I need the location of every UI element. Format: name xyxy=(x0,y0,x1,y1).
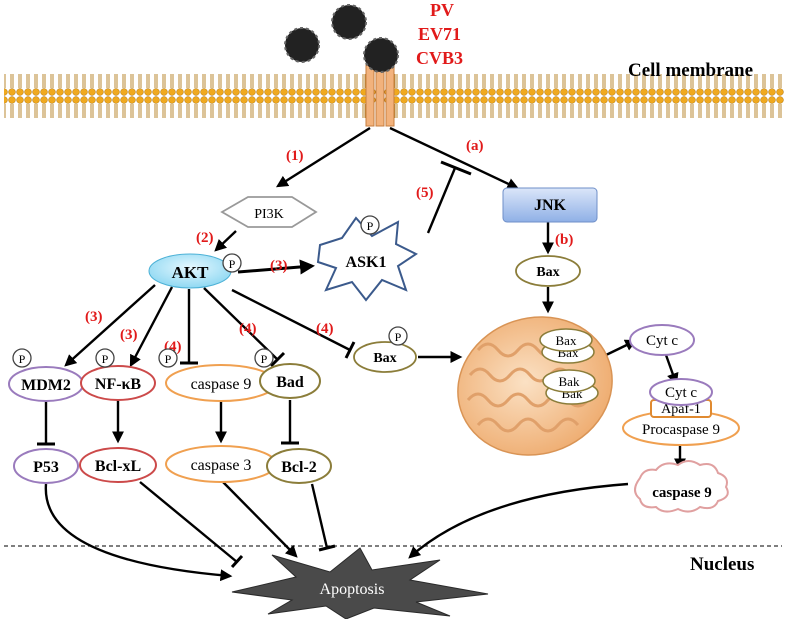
bax-top-node: Bax xyxy=(515,255,581,287)
phospho-bax: P xyxy=(388,326,408,346)
svg-text:NF-κB: NF-κB xyxy=(95,376,142,393)
svg-text:P: P xyxy=(19,352,26,366)
p53-node: P53 xyxy=(13,448,79,484)
step-3-nfkb: (3) xyxy=(120,327,138,343)
apoptosis-node: Apoptosis xyxy=(231,547,489,619)
svg-text:P: P xyxy=(229,257,236,271)
virus-pv: PV xyxy=(430,0,454,20)
bcl2-node: Bcl-2 xyxy=(266,448,332,484)
arrows xyxy=(37,126,686,582)
svg-text:Apoptosis: Apoptosis xyxy=(320,581,385,598)
nucleus-label: Nucleus xyxy=(690,554,754,575)
mitochondrion xyxy=(457,316,613,456)
membrane-label: Cell membrane xyxy=(628,60,753,81)
svg-text:Bax: Bax xyxy=(536,265,559,280)
caspase9-active-node: caspase 9 xyxy=(634,460,729,513)
bclxl-node: Bcl-xL xyxy=(79,447,157,483)
step-2: (2) xyxy=(196,230,214,246)
caspase3-node: caspase 3 xyxy=(165,445,277,483)
svg-text:P: P xyxy=(261,352,268,366)
step-5: (5) xyxy=(416,185,434,201)
svg-text:Bax: Bax xyxy=(556,333,577,348)
jnk-node: JNK xyxy=(502,187,598,223)
svg-text:P: P xyxy=(102,352,109,366)
cytc-released-node: Cyt c xyxy=(629,324,695,356)
step-4-bad: (4) xyxy=(239,321,257,337)
step-b: (b) xyxy=(555,232,573,248)
svg-text:AKT: AKT xyxy=(172,263,210,282)
akt-node: AKT xyxy=(148,253,232,289)
step-a: (a) xyxy=(466,138,484,154)
svg-text:Apaf-1: Apaf-1 xyxy=(661,402,701,417)
step-4-bax: (4) xyxy=(316,321,334,337)
svg-text:caspase 3: caspase 3 xyxy=(191,457,252,474)
phospho-caspase9: P xyxy=(158,348,178,368)
svg-text:P: P xyxy=(367,219,374,233)
mito-bax-group: Bax Bax xyxy=(539,328,595,364)
svg-text:Bak: Bak xyxy=(559,374,580,389)
svg-text:caspase 9: caspase 9 xyxy=(652,485,712,501)
bax-mid-node: Bax xyxy=(353,341,417,373)
phospho-ask1: P xyxy=(360,215,380,235)
svg-text:P: P xyxy=(395,330,402,344)
svg-text:PI3K: PI3K xyxy=(254,207,284,222)
svg-text:Bcl-xL: Bcl-xL xyxy=(95,458,141,475)
svg-text:Cyt c: Cyt c xyxy=(665,385,697,401)
nfkb-node: NF-κB xyxy=(80,365,156,401)
receptor xyxy=(365,63,395,127)
caspase9-left-node: caspase 9 xyxy=(165,364,277,402)
svg-text:Cyt c: Cyt c xyxy=(646,333,678,349)
svg-text:ASK1: ASK1 xyxy=(346,254,387,271)
apoptosome: Procaspase 9 Apaf-1 Cyt c xyxy=(622,378,740,446)
svg-text:Bcl-2: Bcl-2 xyxy=(281,459,317,476)
mdm2-node: MDM2 xyxy=(8,366,84,402)
pi3k-node: PI3K xyxy=(220,196,318,228)
virus-particle xyxy=(284,27,320,63)
svg-text:MDM2: MDM2 xyxy=(21,377,71,394)
step-1: (1) xyxy=(286,148,304,164)
virus-particle xyxy=(331,4,367,40)
svg-text:Bax: Bax xyxy=(373,351,396,366)
virus-ev71: EV71 xyxy=(418,24,461,44)
virus-cvb3: CVB3 xyxy=(416,48,463,68)
phospho-nfkb: P xyxy=(95,348,115,368)
bad-node: Bad xyxy=(259,363,321,399)
svg-text:P53: P53 xyxy=(33,459,59,476)
svg-text:caspase 9: caspase 9 xyxy=(191,376,252,393)
svg-text:P: P xyxy=(165,352,172,366)
svg-text:JNK: JNK xyxy=(534,197,567,214)
mito-bak-group: Bak Bak xyxy=(542,369,599,405)
phospho-akt: P xyxy=(222,253,242,273)
phospho-mdm2: P xyxy=(12,348,32,368)
svg-text:Bad: Bad xyxy=(276,374,304,391)
svg-text:Procaspase 9: Procaspase 9 xyxy=(642,422,720,438)
virus-particle xyxy=(363,37,399,73)
phospho-bad: P xyxy=(254,348,274,368)
step-3-mdm2: (3) xyxy=(85,309,103,325)
step-3-ask1: (3) xyxy=(270,258,288,274)
